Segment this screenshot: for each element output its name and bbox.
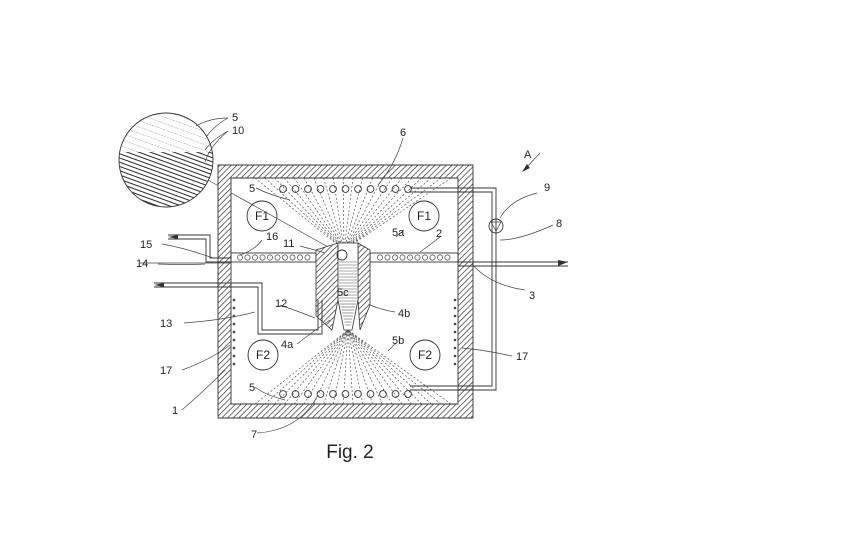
nozzle <box>279 185 287 193</box>
ref-5-top: 5 <box>249 183 255 195</box>
circulation-f1-right: F1 <box>408 200 440 232</box>
nozzle <box>391 185 400 193</box>
nozzle <box>404 390 412 398</box>
figure-caption: Fig. 2 <box>326 442 374 463</box>
ref-14: 14 <box>136 258 148 270</box>
ref-7: 7 <box>251 429 257 441</box>
nozzle <box>329 390 337 398</box>
label-f2-right: F2 <box>418 348 432 362</box>
nozzle <box>304 185 312 193</box>
nozzle <box>354 390 362 398</box>
ref-5-magnified: 5 <box>232 112 238 124</box>
label-f1-right: F1 <box>417 209 431 223</box>
ref-17-right: 17 <box>516 351 528 363</box>
nozzle <box>316 185 325 193</box>
nozzle <box>366 185 375 193</box>
ref-10: 10 <box>232 125 244 137</box>
label-f1-left: F1 <box>255 209 269 223</box>
ref-5-bottom: 5 <box>249 382 255 394</box>
circulation-f2-left: F2 <box>247 339 279 371</box>
ref-12: 12 <box>275 298 287 310</box>
leader-lines <box>157 117 554 434</box>
nozzle <box>279 390 287 398</box>
nozzle-row-top <box>279 185 412 193</box>
nozzle <box>391 390 400 398</box>
nozzle <box>291 185 300 193</box>
ref-6: 6 <box>400 127 406 139</box>
circulation-f1-left: F1 <box>246 200 278 232</box>
ref-11: 11 <box>283 238 294 250</box>
ref-15: 15 <box>140 239 152 251</box>
nozzle <box>304 390 312 398</box>
nozzle <box>316 390 325 398</box>
ref-4a: 4a <box>281 339 294 351</box>
ref-2: 2 <box>436 228 442 240</box>
nozzle <box>354 185 362 193</box>
ref-16: 16 <box>266 231 278 243</box>
ref-13: 13 <box>160 318 172 330</box>
piping-right <box>410 187 568 391</box>
ref-17-left: 17 <box>160 365 172 377</box>
nozzle <box>341 185 350 193</box>
ref-5c: 5c <box>337 287 349 299</box>
reference-numerals: 5 10 6 A 9 8 3 2 5a 5 16 11 15 14 12 13 … <box>136 112 562 441</box>
piping-left <box>140 234 323 335</box>
ref-3: 3 <box>529 290 535 302</box>
ref-8: 8 <box>556 218 562 230</box>
nozzle <box>379 390 387 398</box>
ref-5b: 5b <box>392 335 404 347</box>
ref-5a: 5a <box>392 227 405 239</box>
nozzle <box>341 390 350 398</box>
nozzle-row-bottom <box>279 390 412 398</box>
central-collector <box>315 242 371 331</box>
nozzle <box>329 185 337 193</box>
ref-1: 1 <box>172 405 178 417</box>
nozzle <box>404 185 412 193</box>
nozzle <box>366 390 375 398</box>
label-f2-left: F2 <box>256 348 270 362</box>
ref-9: 9 <box>544 182 550 194</box>
view-label-a: A <box>524 149 532 161</box>
nozzle <box>379 185 387 193</box>
nozzle <box>291 390 300 398</box>
ref-4b: 4b <box>398 308 410 320</box>
circulation-f2-right: F2 <box>409 339 441 371</box>
